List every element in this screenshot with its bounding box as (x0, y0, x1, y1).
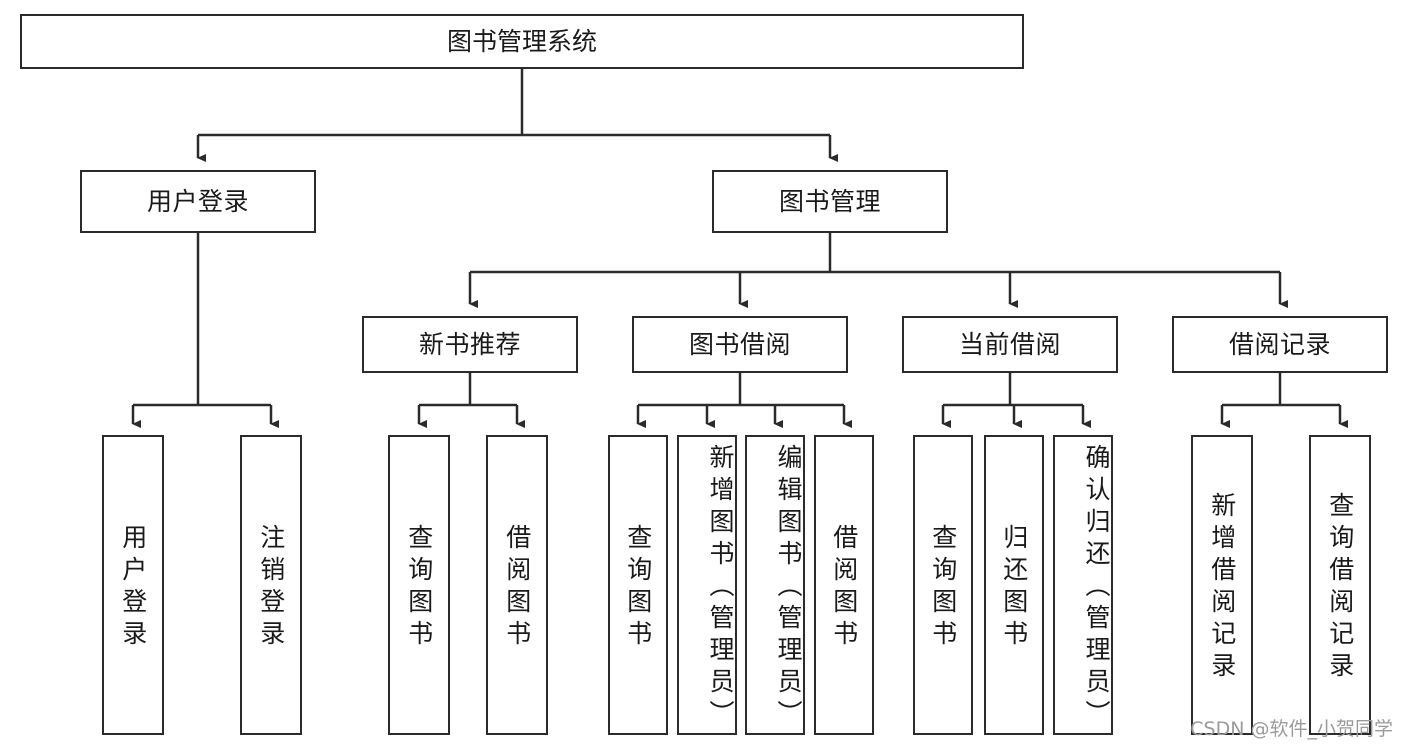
node-label: 确认归还（管理员） (1082, 444, 1111, 732)
node-label: 查询图书 (404, 524, 434, 652)
node-book-borrow[interactable]: 图书借阅 (632, 316, 848, 373)
node-label: 借阅图书 (502, 524, 532, 652)
node-label: 当前借阅 (958, 329, 1061, 359)
node-new-book-recommend[interactable]: 新书推荐 (362, 316, 578, 373)
node-leaf-query-book-recommend[interactable]: 查询图书 (388, 435, 450, 735)
node-leaf-user-login[interactable]: 用户登录 (102, 435, 164, 735)
node-borrow-record[interactable]: 借阅记录 (1172, 316, 1388, 373)
node-leaf-add-book-admin[interactable]: 新增图书（管理员） (677, 435, 737, 735)
node-leaf-query-book-borrow[interactable]: 查询图书 (608, 435, 668, 735)
node-label: 查询图书 (623, 524, 653, 652)
node-label: 归还图书 (999, 524, 1029, 652)
node-label: 用户登录 (118, 524, 148, 652)
node-leaf-borrow-book[interactable]: 借阅图书 (814, 435, 874, 735)
node-label: 编辑图书（管理员） (774, 444, 803, 732)
node-label: 图书管理系统 (446, 26, 597, 56)
node-user-login[interactable]: 用户登录 (80, 170, 316, 233)
node-leaf-borrow-book-recommend[interactable]: 借阅图书 (486, 435, 548, 735)
node-label: 新增图书（管理员） (706, 444, 735, 732)
node-leaf-logout[interactable]: 注销登录 (240, 435, 302, 735)
node-leaf-edit-book-admin[interactable]: 编辑图书（管理员） (745, 435, 805, 735)
node-label: 注销登录 (256, 524, 286, 652)
node-leaf-return-book[interactable]: 归还图书 (984, 435, 1044, 735)
node-label: 查询图书 (928, 524, 958, 652)
node-leaf-confirm-return-admin[interactable]: 确认归还（管理员） (1053, 435, 1113, 735)
node-root-system[interactable]: 图书管理系统 (20, 14, 1024, 69)
node-leaf-add-borrow-record[interactable]: 新增借阅记录 (1191, 435, 1253, 735)
node-book-management[interactable]: 图书管理 (712, 170, 948, 233)
node-label: 图书管理 (778, 186, 881, 216)
node-label: 新增借阅记录 (1207, 492, 1237, 684)
node-leaf-query-book-current[interactable]: 查询图书 (913, 435, 973, 735)
node-label: 新书推荐 (418, 329, 521, 359)
node-label: 借阅记录 (1228, 329, 1331, 359)
node-label: 用户登录 (146, 186, 249, 216)
node-current-borrow[interactable]: 当前借阅 (902, 316, 1118, 373)
node-leaf-query-borrow-record[interactable]: 查询借阅记录 (1309, 435, 1371, 735)
node-label: 查询借阅记录 (1325, 492, 1355, 684)
node-label: 借阅图书 (829, 524, 859, 652)
node-label: 图书借阅 (688, 329, 791, 359)
